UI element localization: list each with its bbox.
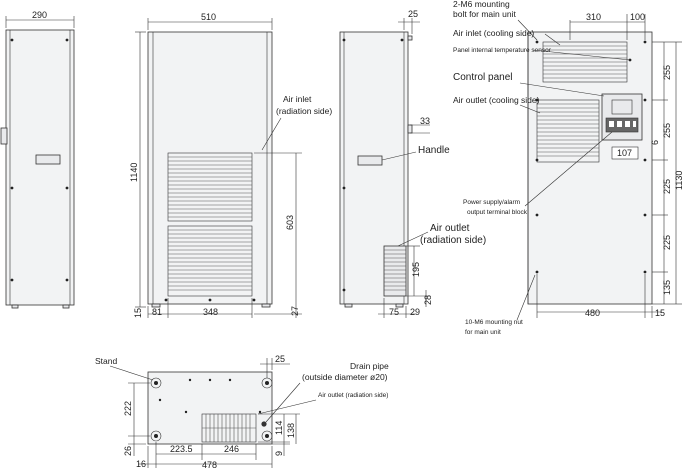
dim-603: 603 <box>285 215 295 230</box>
label-air-outlet-radiation-1: Air outlet <box>430 223 470 234</box>
dim-6: 6 <box>650 140 660 145</box>
bottom-grille <box>201 413 257 443</box>
side-view-left: 290 <box>0 10 75 309</box>
label-mounting-nut-2: for main unit <box>465 329 501 336</box>
dim-510: 510 <box>201 12 216 22</box>
label-mounting-bolt-2: bolt for main unit <box>453 9 516 19</box>
label-air-outlet-bottom: Air outlet (radiation side) <box>318 392 388 399</box>
label-mounting-nut-1: 10-M6 mounting nut <box>465 319 523 326</box>
dim-222: 222 <box>123 401 133 416</box>
side-view-right: 25 33 Handle Air outlet (radiation side)… <box>339 9 486 318</box>
label-air-outlet-cooling: Air outlet (cooling side) <box>453 95 540 105</box>
label-air-outlet-radiation-2: (radiation side) <box>420 235 486 246</box>
label-power-supply-2: output terminal block <box>467 209 528 216</box>
dim-348: 348 <box>203 307 218 317</box>
dim-310: 310 <box>586 12 601 22</box>
dim-135: 135 <box>662 280 672 295</box>
dim-16: 16 <box>136 459 146 469</box>
dim-29: 29 <box>410 307 420 317</box>
side-right-grille <box>384 249 406 291</box>
label-power-supply-1: Power supply/alarm <box>463 199 520 206</box>
label-drain-pipe-2: (outside diameter ø20) <box>302 372 388 382</box>
dim-255b: 255 <box>662 123 672 138</box>
dim-15-back: 15 <box>655 308 665 318</box>
dim-27: 27 <box>290 306 300 316</box>
dim-225b: 225 <box>662 235 672 250</box>
dim-25-side: 25 <box>408 9 418 19</box>
dim-114: 114 <box>274 421 284 435</box>
control-panel-box <box>601 93 643 141</box>
label-air-inlet-radiation-2: (radiation side) <box>276 106 332 116</box>
dim-107: 107 <box>617 148 632 158</box>
dim-478: 478 <box>202 460 217 470</box>
dim-255a: 255 <box>662 65 672 80</box>
dim-1130: 1130 <box>674 171 684 190</box>
front-lower-grille <box>167 225 253 297</box>
dim-25-bottom: 25 <box>275 354 285 364</box>
label-handle: Handle <box>418 145 450 156</box>
dim-26: 26 <box>123 446 133 456</box>
dim-480: 480 <box>585 308 600 318</box>
dim-81: 81 <box>152 307 162 317</box>
label-air-inlet-radiation-1: Air inlet <box>283 94 312 104</box>
dim-1140: 1140 <box>129 163 139 182</box>
label-panel-temp-sensor: Panel internal temperature sensor <box>453 47 552 54</box>
front-upper-grille <box>167 152 253 222</box>
label-air-inlet-cooling: Air inlet (cooling side) <box>453 28 534 38</box>
dim-246: 246 <box>224 444 239 454</box>
back-view: 107 255 255 225 225 135 1130 6 <box>453 0 684 336</box>
dim-290: 290 <box>32 10 47 20</box>
bottom-view: Stand Drain pipe (outside diameter ø20) … <box>95 354 389 470</box>
dim-15-front: 15 <box>133 308 143 318</box>
back-lower-grille <box>536 99 600 163</box>
dim-100: 100 <box>630 12 645 22</box>
dim-75: 75 <box>389 307 399 317</box>
dim-33: 33 <box>420 116 430 126</box>
dim-138: 138 <box>286 423 296 438</box>
dim-9: 9 <box>274 451 284 456</box>
label-stand: Stand <box>95 356 117 366</box>
dim-223-5: 223.5 <box>170 444 193 454</box>
front-view: 510 1140 603 15 81 348 27 Air inlet (rad… <box>129 12 332 318</box>
label-mounting-bolt-1: 2-M6 mounting <box>453 0 510 9</box>
label-drain-pipe-1: Drain pipe <box>350 361 389 371</box>
dim-225a: 225 <box>662 179 672 194</box>
dim-195: 195 <box>411 262 421 277</box>
label-control-panel: Control panel <box>453 72 512 83</box>
dim-28: 28 <box>423 295 433 305</box>
